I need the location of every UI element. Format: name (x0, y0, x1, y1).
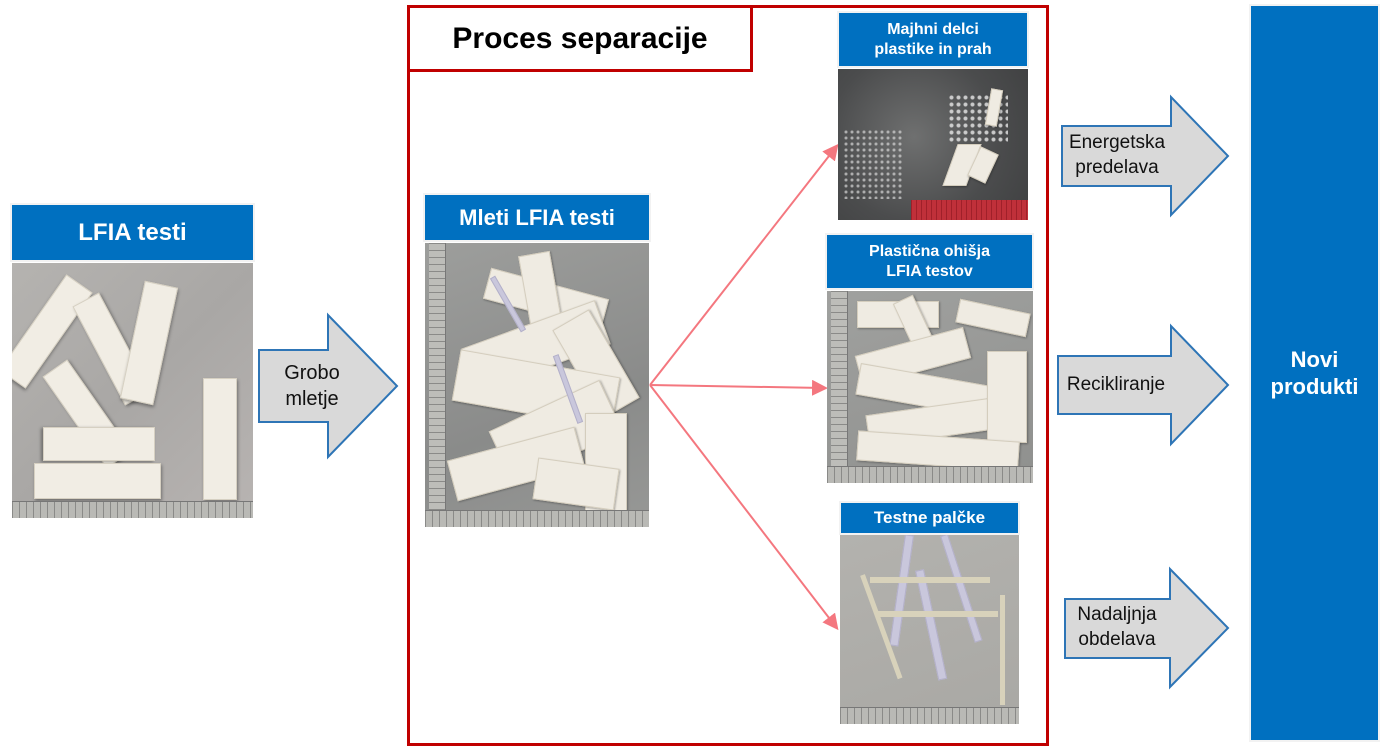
plastic-housings-line2: LFIA testov (886, 262, 973, 280)
further-processing-line1: Nadaljnja (1077, 604, 1157, 626)
separation-connectors (649, 143, 839, 631)
further-processing-arrow (1064, 566, 1230, 690)
energy-recovery-line2: predelava (1075, 157, 1159, 178)
separation-process-title: Proces separacije (407, 5, 753, 72)
coarse-grinding-arrow (258, 312, 399, 460)
test-strips-label: Testne palčke (841, 503, 1018, 533)
energy-recovery-label: Energetska predelava (1062, 126, 1172, 186)
small-particles-line2: plastike in prah (874, 40, 992, 58)
photo-test-strips (840, 535, 1019, 724)
separation-title-text: Proces separacije (452, 21, 708, 55)
coarse-grinding-line1: Grobo (284, 362, 340, 384)
connector-to-plastic-housings (649, 379, 828, 396)
ground-tests-label-text: Mleti LFIA testi (459, 204, 615, 230)
connector-to-small-particles (649, 143, 839, 386)
recycling-label: Recikliranje (1058, 356, 1174, 414)
photo-ground-tests (425, 243, 649, 527)
further-processing-line2: obdelava (1078, 629, 1156, 650)
plastic-housings-line1: Plastična ohišja (869, 242, 990, 260)
red-ruler (911, 200, 1028, 220)
coarse-grinding-label: Grobo mletje (262, 350, 362, 422)
lfia-tests-label-text: LFIA testi (78, 218, 187, 246)
photo-small-particles (838, 69, 1028, 220)
connector-to-test-strips (649, 384, 839, 631)
new-products-line1: Novi (1290, 346, 1339, 372)
coarse-grinding-line2: mletje (285, 388, 339, 410)
recycling-line1: Recikliranje (1066, 373, 1166, 395)
ground-tests-label: Mleti LFIA testi (425, 195, 649, 240)
photo-lfia-tests (12, 263, 253, 518)
small-particles-line1: Majhni delci (887, 20, 979, 38)
lfia-tests-label: LFIA testi (12, 205, 253, 260)
new-products-line2: produkti (1270, 374, 1359, 399)
energy-recovery-line1: Energetska (1068, 132, 1166, 154)
small-particles-label: Majhni delci plastike in prah (839, 13, 1027, 66)
energy-recovery-arrow (1061, 94, 1230, 218)
recycling-arrow (1057, 323, 1230, 447)
further-processing-label: Nadaljnja obdelava (1064, 598, 1170, 658)
photo-plastic-housings (827, 291, 1033, 483)
test-strips-line1: Testne palčke (873, 508, 986, 528)
